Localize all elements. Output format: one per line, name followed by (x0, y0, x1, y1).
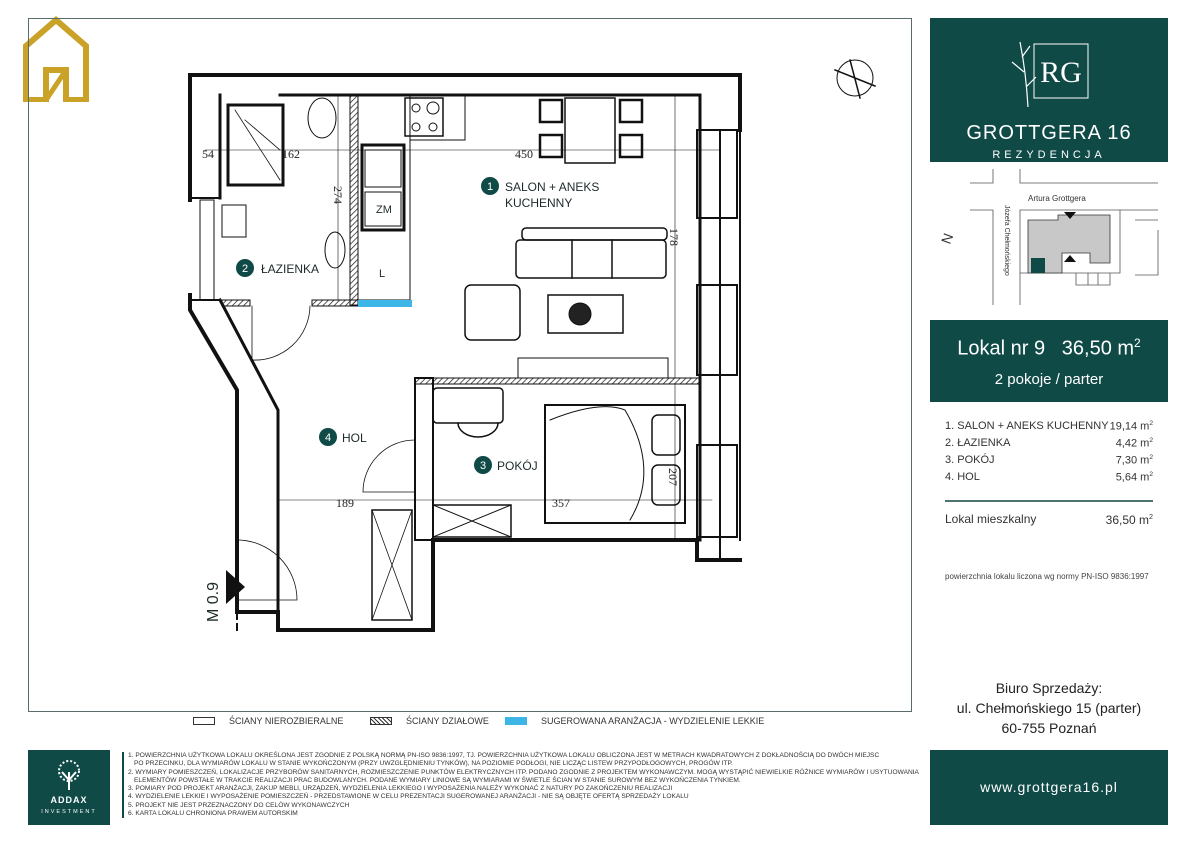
street-label: Artura Grottgera (1028, 194, 1086, 203)
legend-label: ŚCIANY NIEROZBIERALNE (229, 716, 344, 726)
appliance-label: L (379, 268, 385, 280)
north-arrow-icon: N (938, 231, 956, 246)
divider (945, 500, 1153, 502)
light-partition (358, 300, 412, 307)
room-4-label: 4 HOL (319, 428, 367, 446)
entrance-arrow-icon (226, 570, 245, 604)
dim-274: 274 (331, 186, 345, 204)
svg-text:POKÓJ: POKÓJ (497, 458, 538, 473)
dim-357: 357 (552, 496, 570, 510)
entrance-label: M 0.9 (205, 582, 222, 622)
room-2-label: 2 ŁAZIENKA (236, 259, 319, 277)
legend-load-bearing: ŚCIANY NIEROZBIERALNE (193, 714, 343, 728)
dim-178: 178 (667, 228, 681, 246)
floor-plan: 1 SALON + ANEKS KUCHENNY 2 ŁAZIENKA 3 PO… (188, 59, 876, 632)
room-1-label: 1 SALON + ANEKS KUCHENNY (481, 177, 599, 210)
room-3-label: 3 POKÓJ (474, 456, 538, 474)
legend-light: SUGEROWANA ARANŻACJA - WYDZIELENIE LEKKI… (505, 714, 764, 728)
svg-text:1: 1 (487, 181, 493, 193)
tree-icon (58, 760, 80, 790)
brand-name: GROTTGERA 16 (966, 122, 1132, 144)
legend-label: ŚCIANY DZIAŁOWE (406, 716, 489, 726)
legend-swatch (505, 717, 527, 725)
dim-54: 54 (202, 147, 214, 161)
footnotes: 1. POWIERZCHNIA UŻYTKOWA LOKALU OKREŚLON… (122, 752, 928, 819)
legend-swatch (193, 717, 215, 725)
legend-label: SUGEROWANA ARANŻACJA - WYDZIELENIE LEKKI… (541, 716, 765, 726)
brand-subtitle: REZYDENCJA (992, 149, 1106, 161)
norm-note: powierzchnia lokalu liczona wg normy PN-… (945, 572, 1149, 581)
unit-area: 36,50 m (1061, 337, 1135, 360)
svg-text:HOL: HOL (342, 431, 367, 445)
rg-monogram-icon: RG (1011, 41, 1089, 108)
floor-plan-frame (28, 18, 912, 712)
legend-partition: ŚCIANY DZIAŁOWE (370, 714, 489, 728)
svg-text:3: 3 (480, 460, 486, 472)
dim-189: 189 (336, 496, 354, 510)
dim-207: 207 (666, 468, 680, 486)
svg-text:2: 2 (242, 263, 248, 275)
dim-162: 162 (282, 147, 300, 161)
brand-logo: RG GROTTGERA 16 REZYDENCJA (930, 18, 1168, 162)
svg-text:RG: RG (1040, 56, 1082, 89)
website-link[interactable]: www.grottgera16.pl (930, 750, 1168, 825)
unit-number: Lokal nr 9 (957, 337, 1046, 360)
dim-450: 450 (515, 147, 533, 161)
fridge-label: ZM (376, 204, 392, 216)
house-logo-icon (23, 16, 89, 102)
developer-logo: ADDAX INVESTMENT (28, 750, 110, 825)
unit-subtitle: 2 pokoje / parter (994, 371, 1104, 388)
svg-text:SALON + ANEKS: SALON + ANEKS (505, 180, 599, 194)
street-label: Józefa Chełmońskiego (1003, 205, 1010, 276)
legend-swatch (370, 717, 392, 725)
svg-text:ŁAZIENKA: ŁAZIENKA (261, 262, 319, 276)
sales-office: Biuro Sprzedaży:ul. Chełmońskiego 15 (pa… (956, 680, 1142, 736)
outer-wall (188, 73, 742, 632)
unit-header: Lokal nr 9 36,50 m2 2 pokoje / parter (930, 320, 1168, 402)
svg-text:4: 4 (325, 432, 331, 444)
location-map: Artura Grottgera Józefa Chełmońskiego N (938, 169, 1159, 305)
svg-text:KUCHENNY: KUCHENNY (505, 196, 572, 210)
